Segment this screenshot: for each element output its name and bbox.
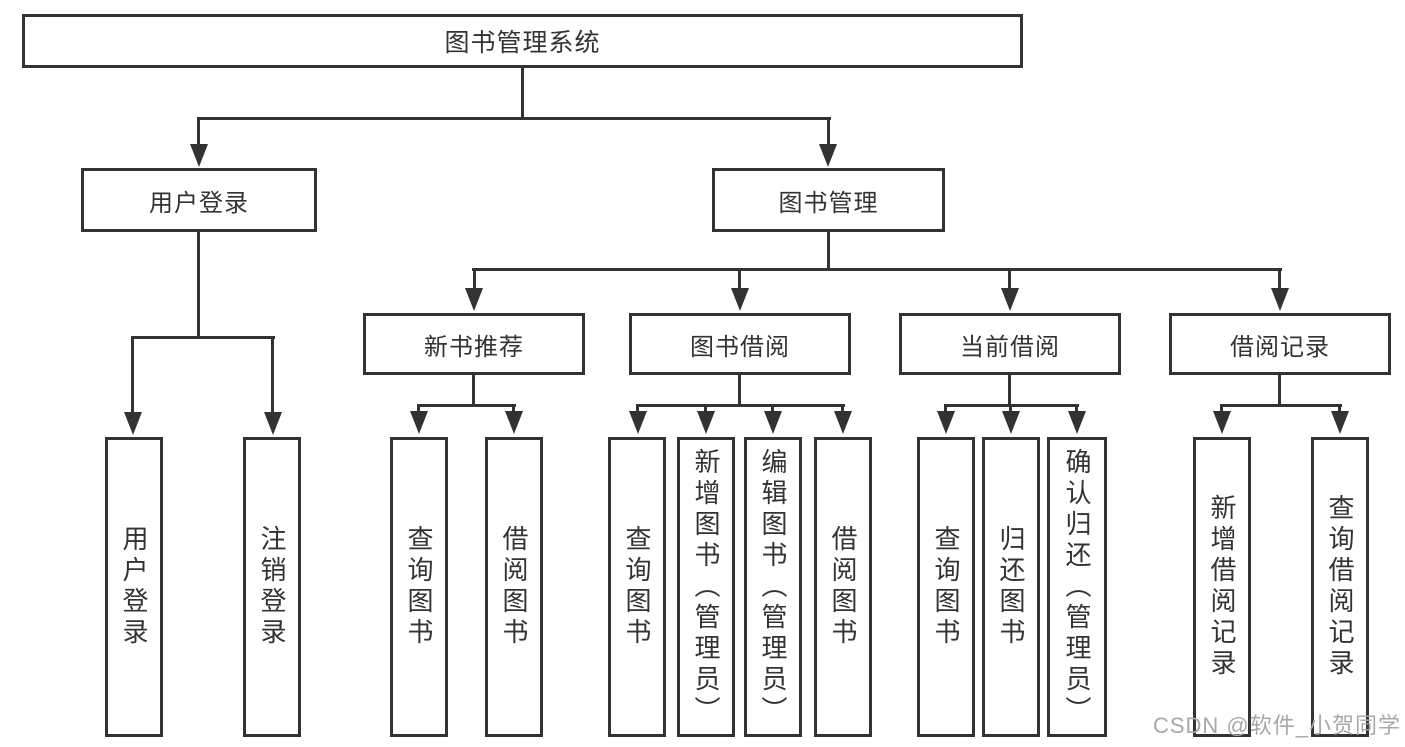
connector-login-horizontal (131, 336, 275, 339)
arrowhead-down-icon (697, 411, 715, 434)
arrowhead-down-icon (1331, 411, 1349, 434)
leaf-add-borrow-record: 新增借阅记录 (1193, 437, 1251, 737)
arrowhead-down-icon (1002, 411, 1020, 434)
arrowhead-down-icon (465, 288, 483, 311)
node-label: 当前借阅 (960, 333, 1060, 361)
arrowhead-down-icon (190, 144, 208, 167)
node-label: 新增图书（管理员） (691, 447, 721, 727)
node-label: 注销登录 (257, 525, 287, 649)
arrowhead-down-icon (1068, 411, 1086, 434)
arrowhead-down-icon (1213, 411, 1231, 434)
connector-stub (1008, 375, 1011, 407)
connector-drop-current-borrow (1008, 268, 1011, 292)
connector-horizontal (636, 404, 845, 407)
node-label: 查询图书 (931, 525, 961, 649)
node-label: 查询图书 (404, 525, 434, 649)
node-library-management-system: 图书管理系统 (22, 14, 1023, 68)
node-label: 图书管理 (778, 189, 879, 217)
node-label: 图书管理系统 (444, 29, 601, 57)
leaf-borrow-books-2: 借阅图书 (814, 437, 872, 737)
connector-root-stub (521, 68, 524, 118)
node-label: 查询图书 (622, 525, 652, 649)
connector-drop-new-books (473, 268, 476, 292)
arrowhead-down-icon (1271, 288, 1289, 311)
leaf-add-books-admin: 新增图书（管理员） (677, 437, 735, 737)
csdn-watermark: CSDN @软件_小贺同学 (1152, 713, 1401, 738)
connector-root-horizontal (197, 117, 831, 120)
leaf-user-login: 用户登录 (105, 437, 163, 737)
arrowhead-down-icon (937, 411, 955, 434)
connector-drop (841, 404, 844, 414)
connector-login-stub (197, 232, 200, 338)
leaf-logout: 注销登录 (243, 437, 301, 737)
arrowhead-down-icon (731, 288, 749, 311)
leaf-confirm-return-admin: 确认归还（管理员） (1047, 437, 1107, 737)
connector-horizontal (417, 404, 516, 407)
arrowhead-down-icon (1001, 288, 1019, 311)
connector-drop-login (131, 336, 134, 412)
node-new-book-recommend: 新书推荐 (363, 313, 585, 375)
connector-drop-user-login (197, 117, 200, 145)
node-label: 新增借阅记录 (1207, 494, 1237, 680)
connector-drop (1338, 404, 1341, 414)
connector-mgmt-horizontal (472, 268, 1282, 271)
node-book-management-branch: 图书管理 (712, 168, 945, 232)
connector-drop-logout (271, 336, 274, 412)
node-label: 编辑图书（管理员） (758, 447, 788, 727)
connector-horizontal (1220, 404, 1342, 407)
node-label: 用户登录 (119, 525, 149, 649)
leaf-return-books: 归还图书 (982, 437, 1040, 737)
node-label: 查询借阅记录 (1325, 494, 1355, 680)
node-label: 借阅记录 (1230, 333, 1330, 361)
node-user-login-branch: 用户登录 (81, 168, 317, 232)
connector-drop (1075, 404, 1078, 414)
arrowhead-down-icon (264, 412, 282, 435)
arrowhead-down-icon (410, 411, 428, 434)
arrowhead-down-icon (629, 411, 647, 434)
connector-drop (704, 404, 707, 414)
leaf-borrow-books-1: 借阅图书 (485, 437, 543, 737)
node-book-borrowing: 图书借阅 (629, 313, 851, 375)
node-label: 归还图书 (996, 525, 1026, 649)
connector-drop (636, 404, 639, 414)
connector-drop (771, 404, 774, 414)
connector-drop-book-borrow (738, 268, 741, 292)
connector-drop (1220, 404, 1223, 414)
arrowhead-down-icon (764, 411, 782, 434)
connector-drop (417, 404, 420, 414)
node-label: 用户登录 (149, 189, 249, 217)
connector-stub (738, 375, 741, 407)
connector-mgmt-stub (827, 232, 830, 271)
leaf-query-borrow-record: 查询借阅记录 (1311, 437, 1369, 737)
node-current-borrowing: 当前借阅 (899, 313, 1121, 375)
connector-drop-borrow-records (1278, 268, 1281, 292)
connector-drop (1009, 404, 1012, 414)
arrowhead-down-icon (124, 412, 142, 435)
connector-drop (944, 404, 947, 414)
connector-stub (472, 375, 475, 407)
node-label: 新书推荐 (424, 333, 524, 361)
arrowhead-down-icon (505, 411, 523, 434)
leaf-query-books-1: 查询图书 (390, 437, 448, 737)
leaf-query-books-3: 查询图书 (917, 437, 975, 737)
node-label: 图书借阅 (690, 333, 790, 361)
connector-drop-book-management (827, 117, 830, 145)
leaf-edit-books-admin: 编辑图书（管理员） (744, 437, 802, 737)
leaf-query-books-2: 查询图书 (608, 437, 666, 737)
node-label: 借阅图书 (499, 525, 529, 649)
connector-drop (512, 404, 515, 414)
arrowhead-down-icon (834, 411, 852, 434)
connector-stub (1278, 375, 1281, 407)
node-label: 借阅图书 (828, 525, 858, 649)
node-borrowing-records: 借阅记录 (1169, 313, 1391, 375)
arrowhead-down-icon (819, 144, 837, 167)
node-label: 确认归还（管理员） (1062, 447, 1092, 727)
